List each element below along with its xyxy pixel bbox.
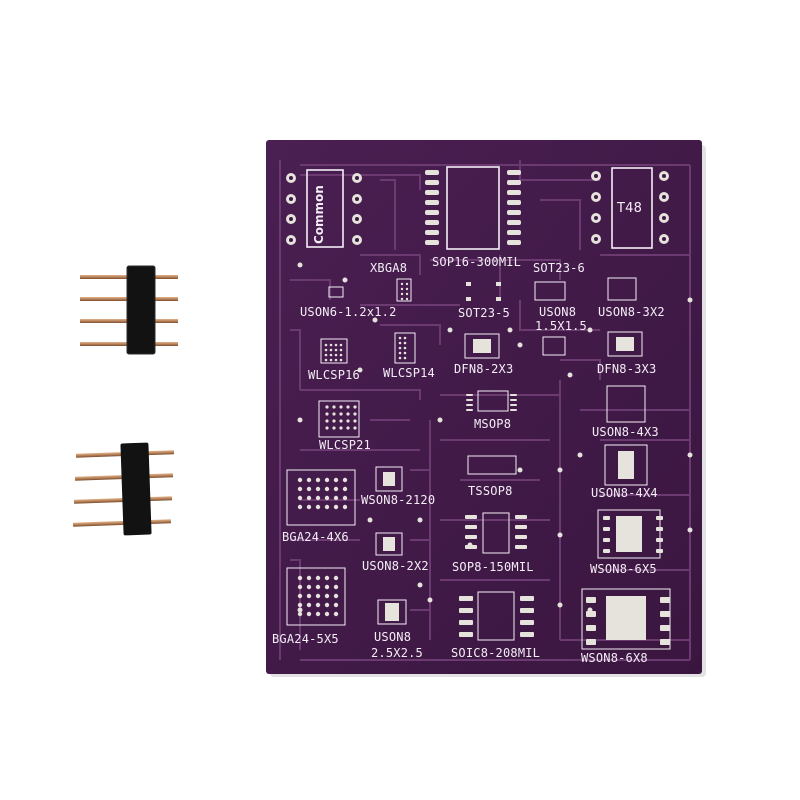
- label-sop16: SOP16-300MIL: [432, 255, 522, 269]
- common-dip-footprint: [286, 169, 362, 248]
- label-wlcsp21: WLCSP21: [319, 438, 371, 452]
- footprint-pads: [297, 282, 670, 645]
- label-wson8-2120: WSON8-2120: [361, 493, 436, 507]
- label-uson8-1.5-b: 1.5X1.5: [535, 319, 587, 333]
- label-common: Common: [312, 185, 326, 244]
- label-bga24-5x5: BGA24-5X5: [272, 632, 339, 646]
- label-wlcsp14: WLCSP14: [383, 366, 435, 380]
- label-wson8-6x5: WSON8-6X5: [590, 562, 657, 576]
- label-sot23-6: SOT23-6: [533, 261, 585, 275]
- sop16-footprint: [425, 166, 521, 250]
- label-dfn8-2x3: DFN8-2X3: [454, 362, 514, 376]
- label-uson8-2.5-a: USON8: [374, 630, 412, 644]
- pcb-board: [266, 140, 702, 674]
- label-uson8-1.5-a: USON8: [539, 305, 577, 319]
- small-footprints: [286, 277, 671, 650]
- label-t48: T48: [617, 201, 643, 216]
- label-uson8-2.5-b: 2.5X2.5: [371, 646, 423, 660]
- label-dfn8-3x3: DFN8-3X3: [597, 362, 657, 376]
- label-wlcsp16: WLCSP16: [308, 368, 360, 382]
- label-soic8-208: SOIC8-208MIL: [451, 646, 541, 660]
- pin-header-2: [72, 442, 175, 536]
- label-uson8-4x3: USON8-4X3: [592, 425, 659, 439]
- label-xbga8: XBGA8: [370, 261, 408, 275]
- label-uson8-4x4: USON8-4X4: [591, 486, 658, 500]
- label-sot23-5: SOT23-5: [458, 306, 510, 320]
- pcb-traces: [279, 160, 691, 661]
- label-uson6: USON6-1.2x1.2: [300, 305, 397, 319]
- label-wson8-6x8: WSON8-6X8: [581, 651, 648, 665]
- label-uson8-3x2: USON8-3X2: [598, 305, 665, 319]
- label-sop8-150: SOP8-150MIL: [452, 560, 534, 574]
- label-bga24-4x6: BGA24-4X6: [282, 530, 349, 544]
- label-msop8: MSOP8: [474, 417, 512, 431]
- label-tssop8: TSSOP8: [468, 484, 513, 498]
- label-uson8-2x2: USON8-2X2: [362, 559, 429, 573]
- t48-dip-footprint: [591, 167, 669, 249]
- pin-header-1: [80, 265, 178, 355]
